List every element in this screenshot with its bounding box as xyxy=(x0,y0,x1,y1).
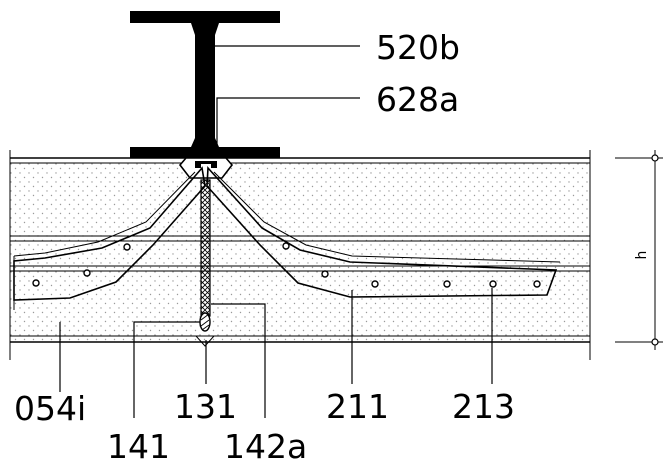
label-131: 131 xyxy=(174,387,237,426)
label-211: 211 xyxy=(326,387,389,426)
height-label: h xyxy=(634,251,650,260)
fasteners xyxy=(32,242,541,288)
steel-i-beam xyxy=(130,11,280,158)
leader-lines xyxy=(59,45,493,418)
label-520b: 520b xyxy=(376,28,460,67)
label-142a: 142a xyxy=(224,427,307,466)
height-dimension xyxy=(615,150,663,350)
joint-profile xyxy=(178,157,234,179)
layer-lines xyxy=(9,150,591,360)
label-141: 141 xyxy=(107,427,170,466)
joint-seal-tape xyxy=(200,179,211,317)
label-213: 213 xyxy=(452,387,515,426)
insulation-slab xyxy=(10,163,590,342)
label-628a: 628a xyxy=(376,80,459,119)
label-054i: 054i xyxy=(14,389,86,428)
